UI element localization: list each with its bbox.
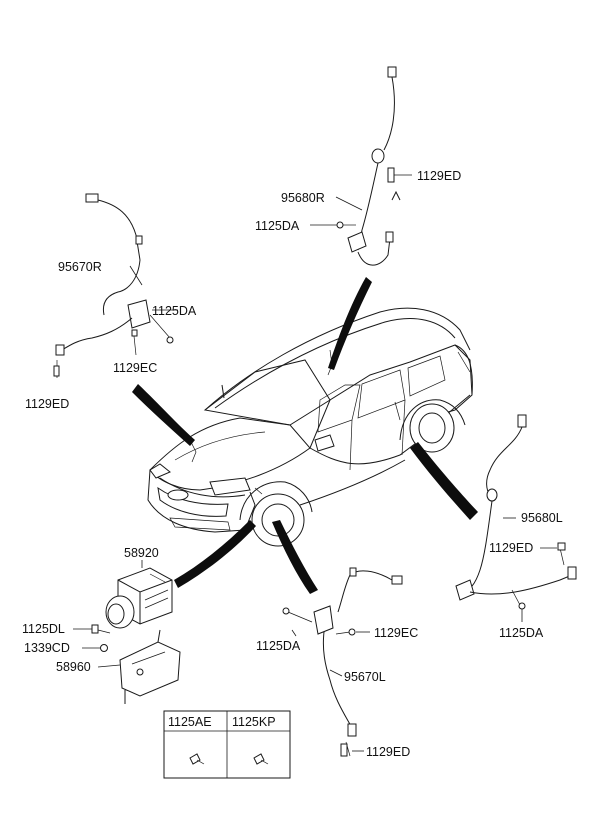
legend-header-1125KP: 1125KP [232, 715, 276, 729]
label-1129ec-a: 1129EC [113, 361, 157, 375]
legend-header-1125AE: 1125AE [168, 715, 212, 729]
callout-front-right [132, 384, 195, 446]
screw-icon [189, 753, 205, 765]
vehicle-illustration [147, 307, 473, 547]
label-95670L: 95670L [344, 670, 386, 684]
callout-front-left [272, 520, 318, 594]
abs-module-assembly [73, 560, 181, 704]
label-1129ed-d: 1129ED [366, 745, 410, 759]
sensor-assembly-95680R [310, 66, 412, 266]
sensor-assembly-95670L [282, 567, 403, 757]
label-1339CD: 1339CD [24, 641, 70, 655]
callout-arrows [132, 277, 478, 594]
label-1125DL: 1125DL [22, 622, 65, 636]
sensor-assembly-95680L [455, 414, 577, 622]
fastener-legend-table: 1125AE 1125KP [163, 710, 291, 779]
part-labels: 1129ED 95680R 1125DA 95670R 1125DA 1129E… [22, 169, 563, 759]
label-1129ed-c: 1129ED [489, 541, 533, 555]
callout-rear-right [328, 277, 372, 370]
label-1129ed-a: 1129ED [417, 169, 461, 183]
label-1129ed-b: 1129ED [25, 397, 69, 411]
callout-abs [174, 520, 256, 588]
sensor-assembly-95670R [53, 193, 178, 378]
callout-rear-left [410, 442, 478, 520]
label-95680L: 95680L [521, 511, 563, 525]
label-1125da-d: 1125DA [256, 639, 301, 653]
screw-icon [253, 753, 269, 765]
label-1125da-a: 1125DA [255, 219, 300, 233]
label-58920: 58920 [124, 546, 159, 560]
label-1125da-c: 1125DA [499, 626, 544, 640]
label-1129ec-b: 1129EC [374, 626, 418, 640]
label-95680R: 95680R [281, 191, 325, 205]
label-58960: 58960 [56, 660, 91, 674]
label-1125da-b: 1125DA [152, 304, 197, 318]
label-95670R: 95670R [58, 260, 102, 274]
